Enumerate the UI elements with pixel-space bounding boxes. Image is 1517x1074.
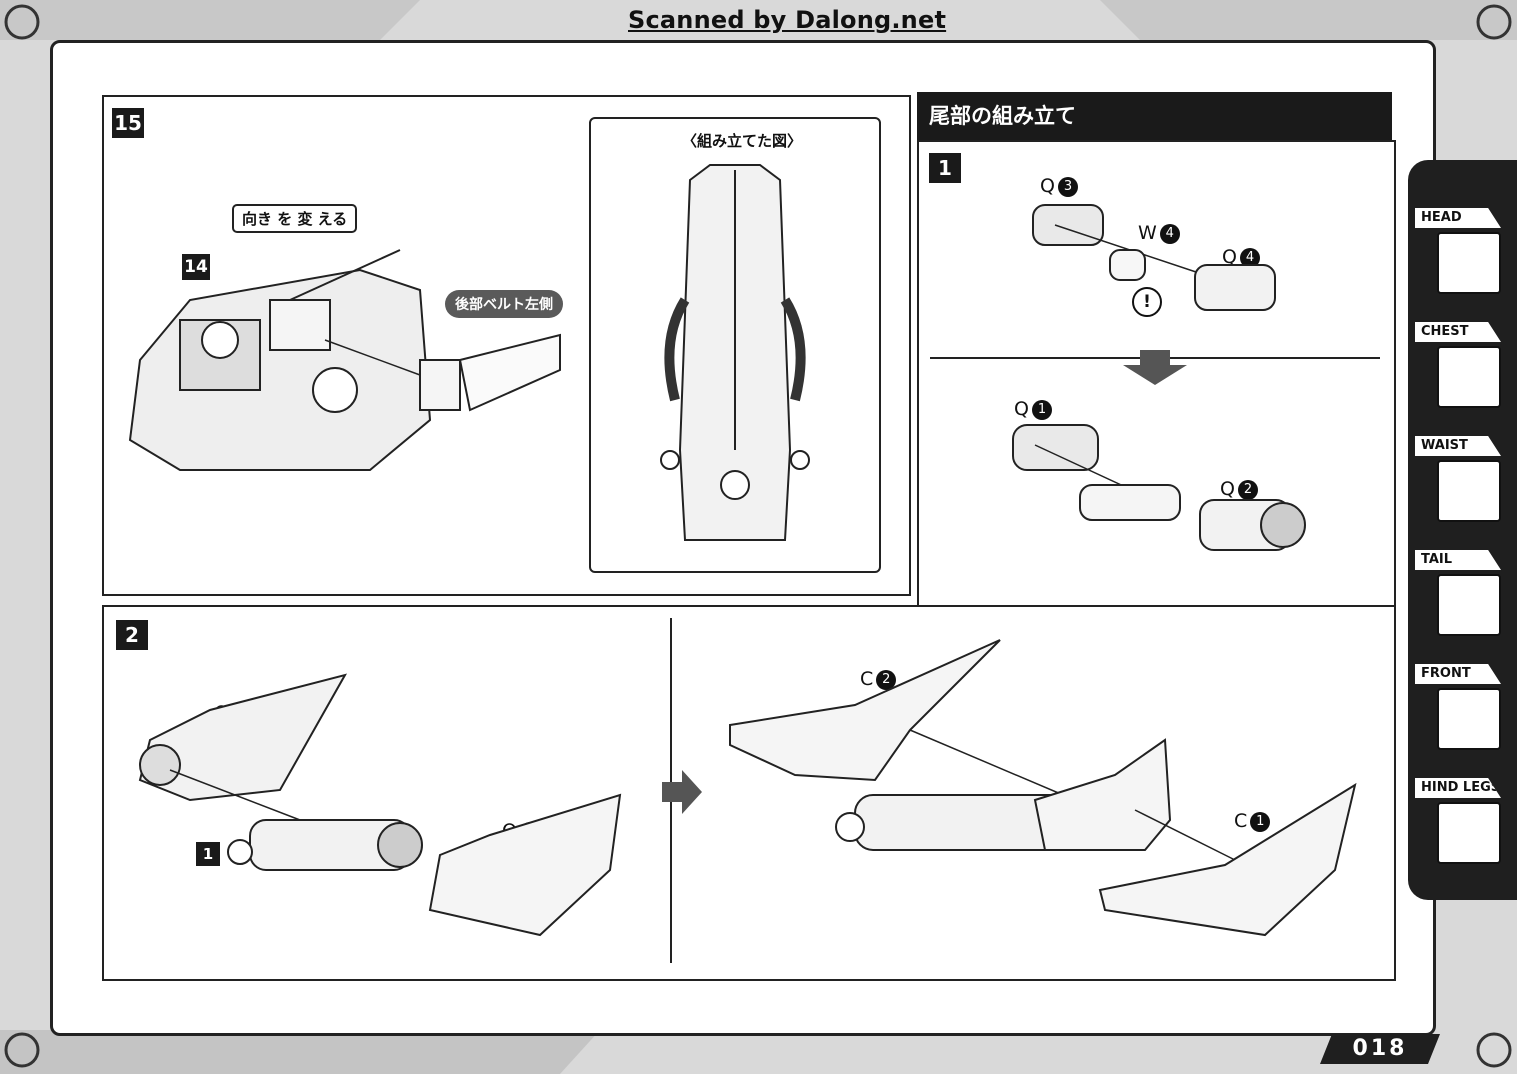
nav-item-waist-label: WAIST bbox=[1415, 436, 1501, 456]
step-2-left-illustration bbox=[138, 673, 622, 937]
step-2-number: 2 bbox=[116, 620, 148, 650]
watermark: Scanned by Dalong.net bbox=[628, 6, 947, 34]
step-15-assembly-illustration bbox=[128, 249, 561, 471]
tail-step-1-number: 1 bbox=[929, 153, 961, 183]
nav-item-hind-legs-label: HIND LEGS bbox=[1415, 778, 1501, 798]
rear-belt-left-tag: 後部ベルト左側 bbox=[445, 290, 563, 318]
nav-item-waist[interactable]: WAIST bbox=[1415, 436, 1507, 522]
caution-icon: ! bbox=[1132, 287, 1162, 317]
head-icon bbox=[1437, 232, 1501, 294]
nav-item-hind-legs[interactable]: HIND LEGS bbox=[1415, 778, 1507, 864]
nav-item-head-label: HEAD bbox=[1415, 208, 1501, 228]
page-number: 018 bbox=[1320, 1034, 1440, 1064]
step-2-right-illustration bbox=[729, 639, 1357, 937]
nav-item-front-legs-label: FRONT LEGS bbox=[1415, 664, 1501, 684]
nav-item-head[interactable]: HEAD bbox=[1415, 208, 1507, 294]
tail-icon bbox=[1437, 574, 1501, 636]
nav-item-chest-label: CHEST bbox=[1415, 322, 1501, 342]
sub-step-14-number: 14 bbox=[182, 254, 210, 280]
nav-item-tail[interactable]: TAIL bbox=[1415, 550, 1507, 636]
sub-step-1-number: 1 bbox=[196, 842, 220, 866]
nav-item-front-legs[interactable]: FRONT LEGS bbox=[1415, 664, 1507, 750]
tail-assembly-header: 尾部の組み立て bbox=[917, 92, 1392, 140]
chest-icon bbox=[1437, 346, 1501, 408]
assembled-view-label: 〈組み立てた図〉 bbox=[682, 132, 803, 150]
hind-legs-icon bbox=[1437, 802, 1501, 864]
nav-item-chest[interactable]: CHEST bbox=[1415, 322, 1507, 408]
direction-change-callout: 向き を 変 える bbox=[232, 204, 358, 233]
tail-step-1-illustration bbox=[930, 204, 1380, 551]
front-legs-icon bbox=[1437, 688, 1501, 750]
assembled-tail-illustration bbox=[660, 164, 810, 541]
nav-item-tail-label: TAIL bbox=[1415, 550, 1501, 570]
waist-icon bbox=[1437, 460, 1501, 522]
step-arrow-icon bbox=[662, 770, 702, 814]
step-15-number: 15 bbox=[112, 108, 144, 138]
